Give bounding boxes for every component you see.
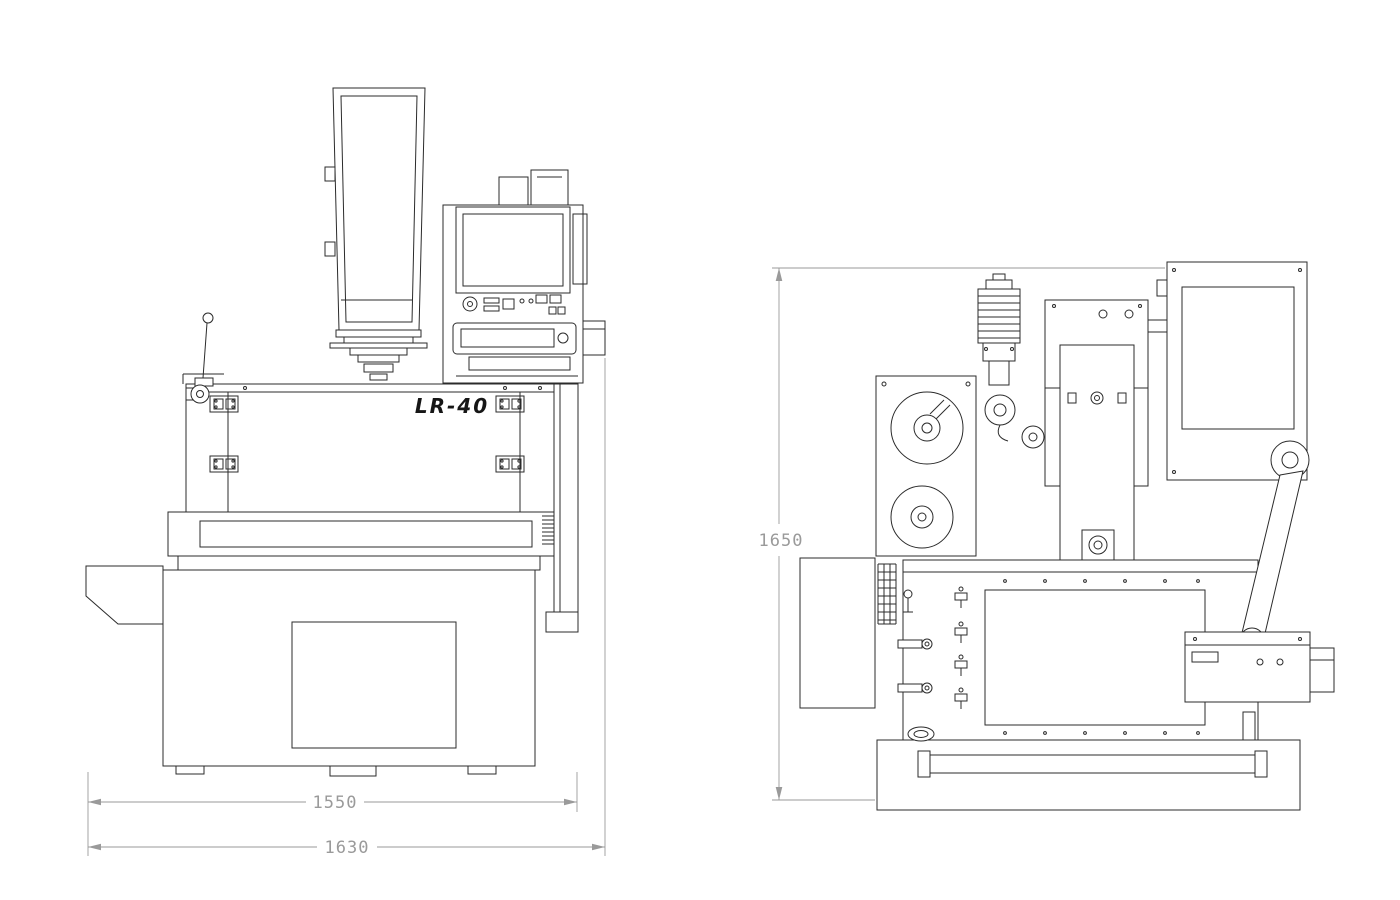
drain-valves (897, 589, 933, 694)
table-band (167, 511, 559, 571)
lower-control-box (1184, 631, 1335, 703)
pendant-screen (1181, 286, 1295, 430)
control-console (442, 169, 606, 384)
dim-front-overall-width: 1630 (325, 838, 370, 858)
dim-1550: 1550 (88, 793, 577, 813)
dim-side-overall-height: 1650 (759, 531, 804, 551)
guide-pulley (984, 394, 1016, 426)
head-stack (329, 329, 428, 381)
latch-top-left (209, 395, 239, 413)
front-dimensions: 1550 1630 (87, 358, 606, 858)
tower-column (324, 87, 426, 331)
latch-bottom-left (209, 455, 239, 473)
monitor-screen (462, 213, 564, 287)
z-ram (1059, 344, 1135, 561)
wire-feed-motor (977, 273, 1021, 386)
column-housing (1044, 299, 1167, 575)
side-view: 1650 (759, 261, 1335, 811)
dim-front-inner-width: 1550 (313, 793, 358, 813)
base-rail (929, 754, 1256, 774)
sight-glass (907, 726, 935, 742)
wire-spool-small (890, 485, 954, 549)
wire-spool-panel (875, 375, 1045, 557)
machine-base (162, 569, 536, 777)
clamp-fittings (954, 586, 968, 709)
wire-head (1081, 529, 1115, 561)
work-tank: LR-40 (185, 383, 555, 513)
right-side-panel (545, 383, 579, 633)
dielectric-chute (85, 565, 164, 625)
side-dimensions: 1650 (759, 267, 1165, 801)
latch-top-right (495, 395, 525, 413)
left-service-panel (799, 557, 897, 709)
side-bracket (582, 320, 606, 356)
dim-1650: 1650 (759, 268, 804, 800)
monitor-bezel (455, 206, 571, 294)
dim-1630: 1630 (88, 838, 605, 858)
model-label: LR-40 (415, 394, 489, 418)
front-view: LR-40 (85, 87, 606, 858)
knob-icon (462, 296, 478, 312)
hand-lever (182, 312, 224, 404)
latch-bottom-right (495, 455, 525, 473)
wire-spool-large (890, 391, 964, 465)
base-door (291, 621, 457, 749)
machine-base-side (876, 711, 1301, 811)
